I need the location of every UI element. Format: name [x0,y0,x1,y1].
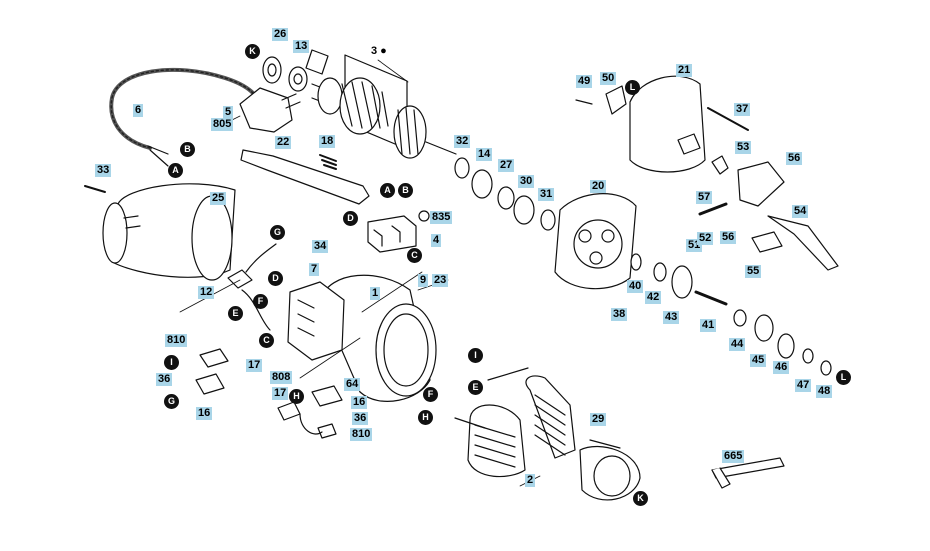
part-label-16-lower: 16 [351,396,368,409]
part-label-36-upper: 36 [156,373,173,386]
part-label-17-lower: 17 [272,387,289,400]
part-label-64: 64 [344,378,361,391]
brush-and-switch-parts [195,243,343,439]
connector-marker-h: H [418,410,433,425]
bracket-part-22 [240,149,370,205]
part-label-1: 1 [370,287,381,300]
part-label-21: 21 [676,64,693,77]
hex-key-665 [711,457,785,489]
part-label-40: 40 [627,280,644,293]
connector-marker-f: F [423,387,438,402]
part-label-805: 805 [211,118,234,131]
gear-train [630,253,832,376]
part-label-14: 14 [476,148,493,161]
part-label-56-lower: 56 [720,231,737,244]
part-label-17-upper: 17 [246,359,263,372]
armature [311,54,457,159]
part-label-3: 3 ● [369,45,389,58]
gear-housing-20 [554,193,637,290]
part-label-36-lower: 36 [352,412,369,425]
connector-marker-e: E [228,306,243,321]
part-label-27: 27 [498,159,515,172]
part-label-32: 32 [454,135,471,148]
part-label-38: 38 [611,308,628,321]
part-label-16-upper: 16 [196,407,213,420]
bearing-set-top [262,49,329,92]
part-label-57: 57 [696,191,713,204]
brush-holder-4 [367,210,430,253]
connector-marker-g: G [270,225,285,240]
connector-marker-k: K [633,491,648,506]
spindle-lock-assembly [698,155,839,271]
part-label-37: 37 [734,103,751,116]
part-label-41: 41 [700,319,717,332]
part-label-810-upper: 810 [165,334,188,347]
part-label-45: 45 [750,354,767,367]
part-label-4: 4 [431,234,442,247]
part-label-23: 23 [432,274,449,287]
part-label-835: 835 [430,211,453,224]
field-coil-assembly-2 [454,367,576,478]
connector-marker-a: A [380,183,395,198]
connector-marker-d: D [268,271,283,286]
part-label-43: 43 [663,311,680,324]
part-label-665: 665 [722,450,745,463]
part-label-6: 6 [133,104,144,117]
part-label-54: 54 [792,205,809,218]
nose-cover-29 [579,439,641,501]
part-label-13: 13 [293,40,310,53]
part-label-44: 44 [729,338,746,351]
part-label-26: 26 [272,28,289,41]
motor-cover-25 [84,183,236,281]
connector-marker-f: F [253,294,268,309]
connector-marker-a: A [168,163,183,178]
connector-marker-b: B [398,183,413,198]
part-label-25: 25 [210,192,227,205]
part-label-49: 49 [576,75,593,88]
part-label-33: 33 [95,164,112,177]
part-label-20: 20 [590,180,607,193]
gear-head-21 [575,75,749,173]
part-label-2: 2 [525,474,536,487]
part-label-7: 7 [309,263,320,276]
part-label-42: 42 [645,291,662,304]
part-label-56: 56 [786,152,803,165]
part-label-55: 55 [745,265,762,278]
motor-housing-1 [287,274,437,402]
part-label-808: 808 [270,371,293,384]
part-label-52: 52 [697,232,714,245]
part-label-48: 48 [816,385,833,398]
part-label-12: 12 [198,286,215,299]
connector-marker-c: C [407,248,422,263]
connector-marker-i: I [164,355,179,370]
part-label-34: 34 [312,240,329,253]
part-label-22: 22 [275,136,292,149]
part-label-30: 30 [518,175,535,188]
part-label-47: 47 [795,379,812,392]
part-label-810-lower: 810 [350,428,373,441]
connector-marker-d: D [343,211,358,226]
part-label-31: 31 [538,188,555,201]
connector-marker-l: L [625,80,640,95]
connector-marker-h: H [289,389,304,404]
part-label-5: 5 [223,106,234,119]
connector-marker-g: G [164,394,179,409]
connector-marker-k: K [245,44,260,59]
part-label-50: 50 [600,72,617,85]
power-cord [109,67,301,167]
connector-marker-c: C [259,333,274,348]
part-label-18: 18 [319,135,336,148]
part-label-53: 53 [735,141,752,154]
connector-marker-i: I [468,348,483,363]
connector-marker-e: E [468,380,483,395]
part-label-46: 46 [773,361,790,374]
connector-marker-l: L [836,370,851,385]
part-label-9: 9 [418,274,429,287]
connector-marker-b: B [180,142,195,157]
part-label-29: 29 [590,413,607,426]
bearing-stack [454,157,556,231]
